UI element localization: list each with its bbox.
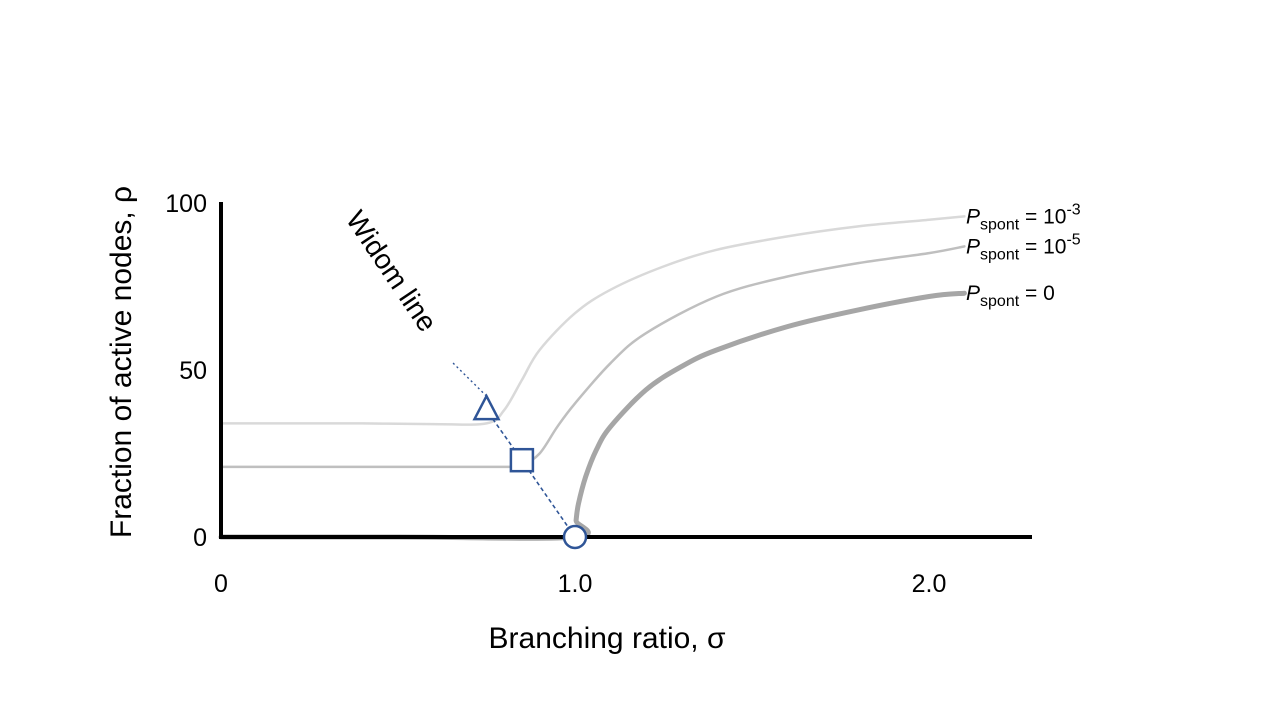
- widom-line-extension: [451, 361, 487, 397]
- square-marker: [509, 447, 535, 473]
- series-label-1: Pspont = 10-5: [966, 231, 1081, 263]
- x-tick-label: 2.0: [912, 570, 947, 598]
- y-axis-title: Fraction of active nodes, ρ: [105, 186, 138, 538]
- y-tick-label: 50: [179, 357, 207, 385]
- y-tick-label: 100: [165, 190, 207, 218]
- widom-layer: Widom line: [340, 205, 588, 550]
- x-axis-title: Branching ratio, σ: [489, 622, 726, 655]
- widom-line: [485, 409, 576, 538]
- curves-layer: [218, 215, 967, 541]
- triangle-marker: [472, 393, 501, 421]
- y-tick-label: 0: [193, 524, 207, 552]
- series-label-2: Pspont = 0: [966, 282, 1055, 310]
- critical-point-circle-marker: [562, 524, 588, 550]
- series-line-2: [218, 290, 967, 541]
- x-tick-label: 0: [214, 570, 228, 598]
- x-tick-label: 1.0: [558, 570, 593, 598]
- series-line-1: [219, 245, 966, 469]
- series-line-0: [219, 215, 966, 426]
- series-label-0: Pspont = 10-3: [966, 201, 1081, 233]
- ticks-layer: 0 1.0 2.0 0 50 100: [165, 190, 946, 598]
- widom-line-label: Widom line: [340, 205, 443, 337]
- axes-layer: [219, 202, 1032, 539]
